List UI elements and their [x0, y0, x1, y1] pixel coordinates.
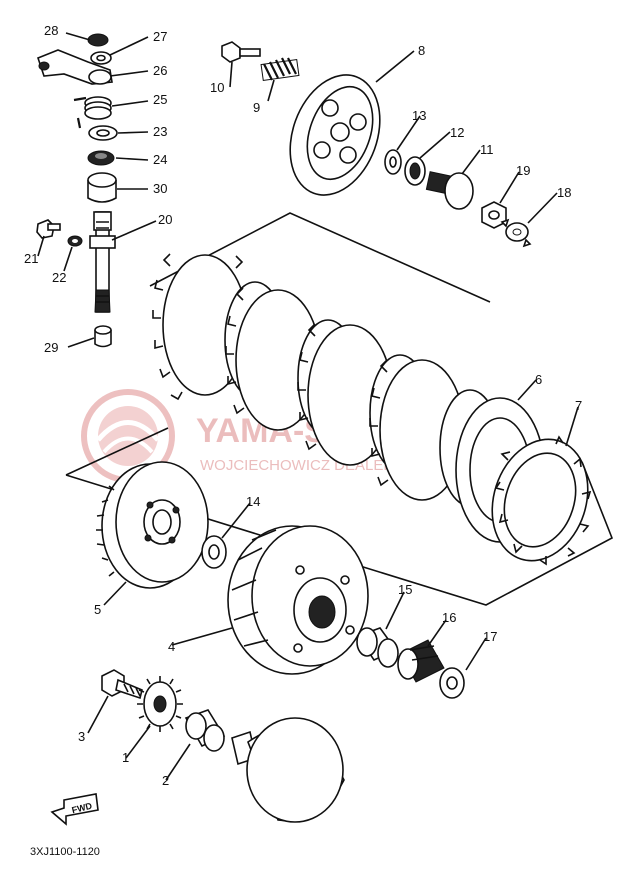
callout-2: 2	[162, 773, 169, 788]
callout-13: 13	[412, 108, 426, 123]
drawing-code: 3XJ1100-1120	[30, 846, 100, 858]
callout-11: 11	[480, 142, 494, 157]
needle-bearing-16	[397, 639, 445, 683]
collar-2	[184, 709, 226, 752]
callout-3: 3	[78, 729, 85, 744]
pressure-plate-assembly	[221, 41, 532, 248]
callout-30: 30	[153, 181, 167, 196]
callout-20: 20	[158, 212, 172, 227]
callout-17: 17	[483, 629, 497, 644]
callout-24: 24	[153, 152, 167, 167]
callout-28: 28	[44, 23, 58, 38]
callout-25: 25	[153, 92, 167, 107]
callout-4: 4	[168, 639, 175, 654]
leader-lines	[37, 32, 579, 781]
callout-10: 10	[210, 80, 224, 95]
washer-17	[439, 667, 465, 699]
callout-1: 1	[122, 750, 129, 765]
callout-6: 6	[535, 372, 542, 387]
callout-12: 12	[450, 125, 464, 140]
callout-22: 22	[52, 270, 66, 285]
shaft-assembly	[36, 33, 118, 348]
bolt-3	[101, 669, 143, 700]
clutch-housing	[227, 525, 369, 675]
primary-driven-gear	[96, 461, 209, 589]
callout-14: 14	[246, 494, 260, 509]
crankshaft-end	[231, 717, 345, 823]
callout-numbers: 1 2 3 4 5 6 7 8 9 10 11 12 13 14 15 16 1…	[24, 23, 582, 788]
thrust-washer-14	[201, 535, 227, 569]
forward-arrow: FWD	[50, 793, 99, 826]
callout-27: 27	[153, 29, 167, 44]
callout-9: 9	[253, 100, 260, 115]
callout-29: 29	[44, 340, 58, 355]
primary-drive-gear-1	[137, 676, 183, 732]
callout-21: 21	[24, 251, 38, 266]
callout-26: 26	[153, 63, 167, 78]
callout-8: 8	[418, 43, 425, 58]
callout-16: 16	[442, 610, 456, 625]
callout-18: 18	[557, 185, 571, 200]
callout-7: 7	[575, 398, 582, 413]
clutch-plate-stack	[152, 253, 592, 566]
callout-19: 19	[516, 163, 530, 178]
callout-5: 5	[94, 602, 101, 617]
spacer-15	[356, 627, 399, 668]
callout-15: 15	[398, 582, 412, 597]
callout-23: 23	[153, 124, 167, 139]
forward-arrow-label: FWD	[71, 801, 94, 816]
cushion-ring-7	[491, 435, 592, 566]
